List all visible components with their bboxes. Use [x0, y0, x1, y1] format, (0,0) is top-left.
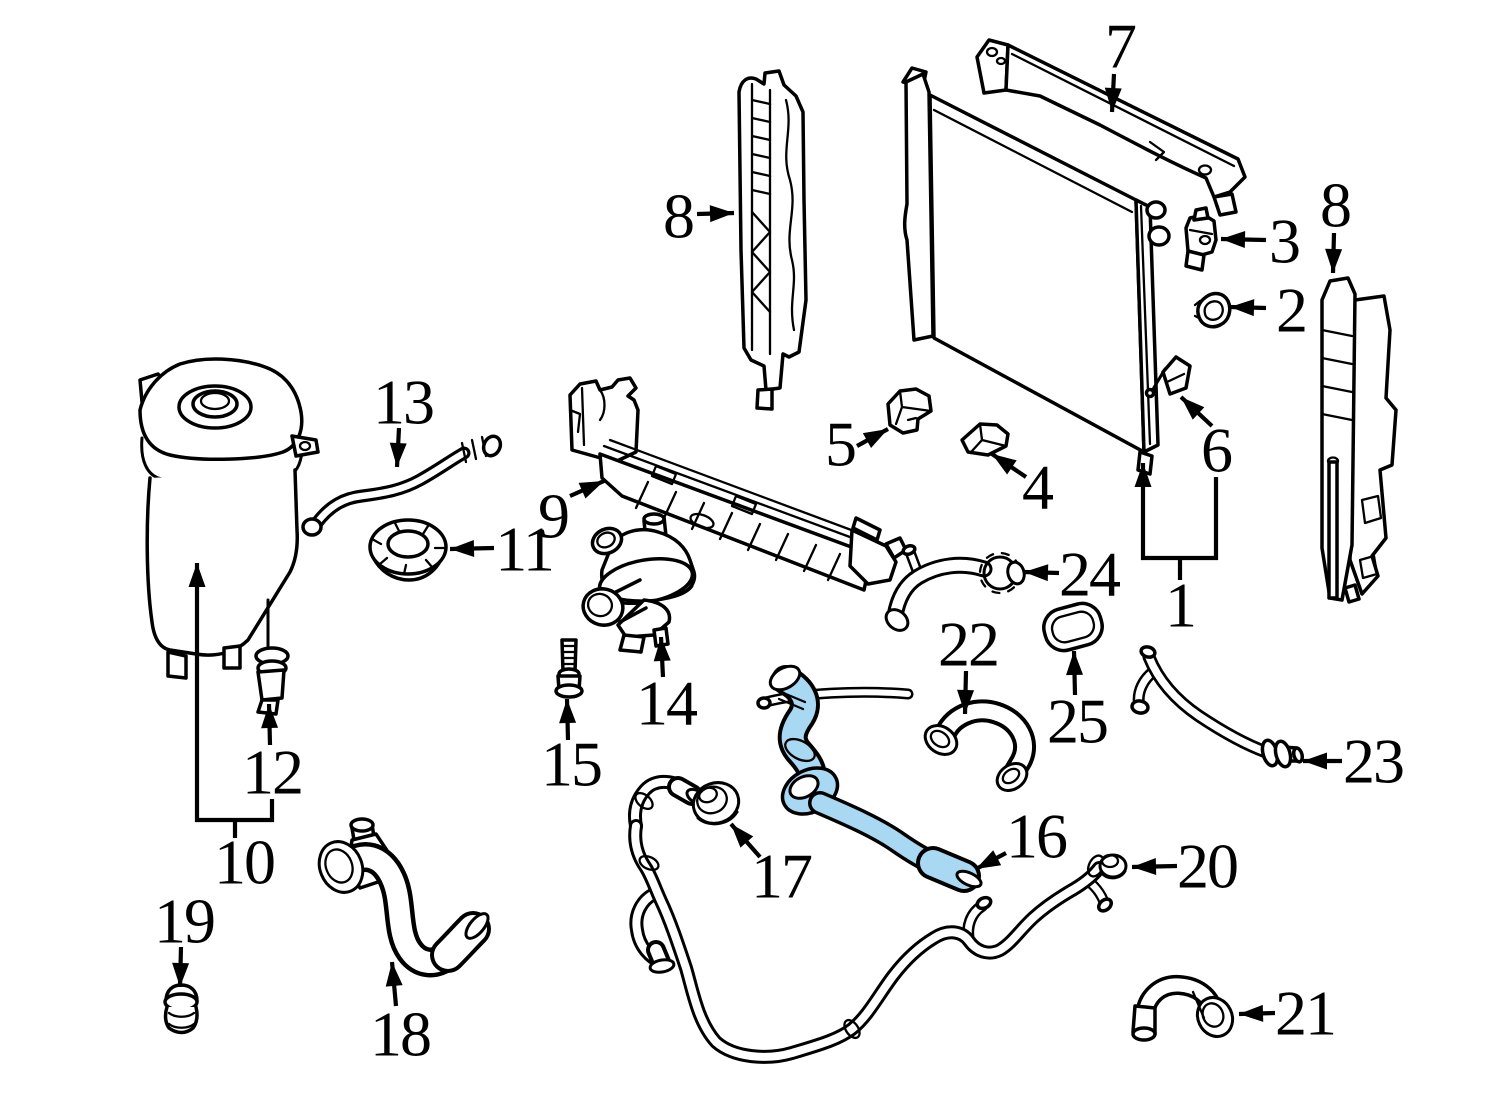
callout-12-coolant-level-sensor: 12 [242, 737, 302, 808]
part-vent-hose-drawing [301, 434, 503, 537]
arrowhead-coolant-level-sensor [261, 704, 279, 729]
callout-2-grommet: 2 [1276, 275, 1306, 346]
callout-22-u-shaped-hose: 22 [938, 609, 998, 680]
callout-13-vent-hose: 13 [373, 367, 433, 438]
callout-23-vent-pipe: 23 [1343, 726, 1403, 797]
callout-14-thermostat: 14 [636, 668, 697, 739]
callout-3-mount-clip: 3 [1269, 206, 1299, 277]
callout-21-elbow-connector-hose: 21 [1275, 978, 1335, 1049]
callout-17-sealing-plug: 17 [751, 841, 812, 912]
part-elbow-hose-with-clamp-drawing [884, 543, 1026, 632]
callout-24-elbow-hose-with-clamp: 24 [1059, 539, 1120, 610]
arrowhead-retaining-clip-lower [992, 454, 1017, 475]
arrowhead-coolant-hose [976, 850, 1002, 869]
arrowhead-elbow-connector-hose [1239, 1004, 1264, 1022]
callout-8-side-bracket-left: 8 [663, 181, 693, 252]
callout-25-profile-gasket: 25 [1047, 686, 1107, 757]
part-grommet-drawing [1193, 291, 1232, 329]
arrowhead-expansion-tank [188, 563, 206, 587]
callout-7-radiator-mount-bracket: 7 [1105, 11, 1136, 82]
callout-6-temperature-sensor: 6 [1201, 415, 1232, 486]
callout-5-retaining-clip-upper: 5 [825, 409, 855, 480]
part-sealing-plug-drawing [691, 781, 741, 826]
arrowhead-thermostat [653, 637, 671, 662]
part-radiator-hose-drawing [317, 817, 491, 978]
part-mount-clip-drawing [1184, 206, 1218, 272]
part-blanking-plug-drawing [1098, 853, 1128, 880]
callout-8-side-bracket-right: 8 [1320, 170, 1350, 241]
part-side-bracket-right-drawing [1320, 276, 1398, 604]
callout-9-air-duct-panel: 9 [538, 481, 568, 552]
arrowhead-retaining-clip-upper [862, 429, 888, 448]
part-coolant-level-sensor-drawing [254, 598, 290, 716]
arrowhead-blanking-plug [1132, 857, 1157, 875]
arrowhead-sealing-plug [731, 824, 754, 848]
part-coolant-hose-highlighted-drawing [756, 664, 983, 893]
arrowhead-bolt [559, 699, 577, 724]
part-retaining-clip-lower-drawing [960, 422, 1010, 457]
part-lower-hose-assembly-drawing [628, 775, 1114, 1064]
arrowhead-expansion-tank-cap [450, 539, 475, 557]
callout-1-radiator: 1 [1165, 570, 1195, 641]
callout-15-bolt: 15 [541, 729, 601, 800]
arrowhead-vent-hose [389, 442, 407, 467]
arrowhead-u-shaped-hose [957, 689, 975, 714]
arrowhead-profile-gasket [1066, 651, 1084, 676]
arrowhead-temperature-sensor [1181, 397, 1205, 420]
part-vent-pipe-drawing [1130, 645, 1305, 769]
part-thermostat-drawing [581, 512, 697, 654]
arrowhead-side-bracket-left [709, 205, 734, 223]
part-temperature-sensor-drawing [1144, 355, 1192, 399]
part-expansion-tank-cap-drawing [368, 518, 448, 582]
part-rubber-grommet-drawing [163, 983, 199, 1035]
part-side-bracket-left-drawing [737, 69, 808, 411]
arrowhead-grommet [1230, 299, 1255, 317]
part-expansion-tank-drawing [138, 357, 320, 680]
arrowhead-radiator-hose [385, 962, 403, 987]
arrowhead-radiator-mount-bracket [1104, 87, 1122, 112]
callout-10-expansion-tank: 10 [214, 827, 274, 898]
callout-11-expansion-tank-cap: 11 [495, 514, 553, 585]
arrowhead-radiator [1134, 463, 1152, 487]
part-bolt-drawing [554, 638, 584, 699]
part-profile-gasket-drawing [1042, 601, 1104, 653]
arrowhead-elbow-hose-with-clamp [1024, 564, 1049, 582]
part-retaining-clip-upper-drawing [886, 387, 933, 435]
part-elbow-connector-hose-drawing [1131, 975, 1235, 1042]
callout-18-radiator-hose: 18 [370, 999, 430, 1070]
arrowhead-vent-pipe [1303, 752, 1327, 770]
part-air-duct-panel-drawing [568, 376, 908, 592]
callout-4-retaining-clip-lower: 4 [1022, 452, 1053, 523]
callout-19-rubber-grommet: 19 [154, 886, 214, 957]
callout-16-coolant-hose: 16 [1006, 801, 1067, 872]
callout-20-blanking-plug: 20 [1177, 831, 1237, 902]
part-radiator-mount-bracket-drawing [975, 38, 1247, 217]
arrowhead-rubber-grommet [172, 962, 190, 987]
part-u-shaped-hose-drawing [923, 699, 1036, 792]
arrowhead-side-bracket-right [1325, 248, 1343, 273]
arrowhead-mount-clip [1221, 231, 1246, 249]
arrowhead-air-duct-panel [578, 481, 604, 499]
